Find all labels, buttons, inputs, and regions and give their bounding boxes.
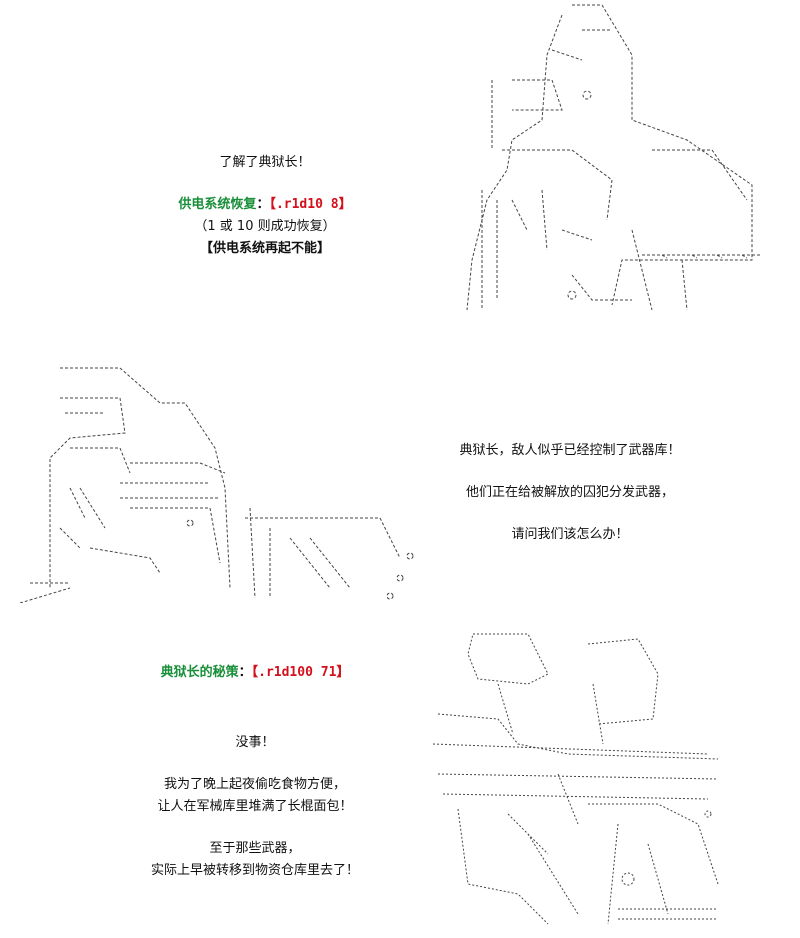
dialog-line: 实际上早被转移到物资仓库里去了！ xyxy=(150,863,359,878)
ascii-art-character-soldier xyxy=(10,358,430,603)
panel2-text: 典狱长，敌人似乎已经控制了武器库！ 他们正在给被解放的囚犯分发武器， 请问我们该… xyxy=(440,440,700,546)
panel-warden-plan: 典狱长的秘策：【.r1d100 71】 没事！ 我为了晚上起夜偷吃食物方便， 让… xyxy=(0,618,800,938)
dice-roll-line: 典狱长的秘策：【.r1d100 71】 xyxy=(120,662,390,684)
report-line-3: 请问我们该怎么办！ xyxy=(511,527,629,542)
panel3-text: 典狱长的秘策：【.r1d100 71】 没事！ 我为了晚上起夜偷吃食物方便， 让… xyxy=(120,662,390,882)
report-line-2: 他们正在给被解放的囚犯分发武器， xyxy=(465,485,674,500)
dialog-line: 没事！ xyxy=(235,735,275,750)
roll-note: （1 或 10 则成功恢复） xyxy=(194,219,336,234)
report-line-1: 典狱长，敌人似乎已经控制了武器库！ xyxy=(459,443,681,458)
panel1-text: 了解了典狱长！ 供电系统恢复：【.r1d10 8】 （1 或 10 则成功恢复）… xyxy=(150,152,380,260)
roll-label: 供电系统恢复 xyxy=(178,197,257,212)
panel-power-restore: 了解了典狱长！ 供电系统恢复：【.r1d10 8】 （1 或 10 则成功恢复）… xyxy=(0,0,800,330)
dialog-line: 至于那些武器， xyxy=(209,841,301,856)
dialog-line: 让人在军械库里堆满了长棍面包！ xyxy=(157,799,353,814)
roll-separator: ： xyxy=(238,665,252,680)
roll-outcome: 【供电系统再起不能】 xyxy=(199,241,330,256)
panel-armory-report: 典狱长，敌人似乎已经控制了武器库！ 他们正在给被解放的囚犯分发武器， 请问我们该… xyxy=(0,350,800,610)
roll-separator: ： xyxy=(256,197,270,212)
ascii-art-character-warden xyxy=(452,0,772,320)
ascii-art-character-crowd xyxy=(418,624,730,934)
dialog-line: 我为了晚上起夜偷吃食物方便， xyxy=(163,777,346,792)
dialog-line: 了解了典狱长！ xyxy=(219,155,311,170)
dice-roll-line: 供电系统恢复：【.r1d10 8】 xyxy=(150,194,380,216)
roll-label: 典狱长的秘策 xyxy=(160,665,239,680)
roll-result: 【.r1d100 71】 xyxy=(251,665,350,680)
roll-result: 【.r1d10 8】 xyxy=(269,197,352,212)
